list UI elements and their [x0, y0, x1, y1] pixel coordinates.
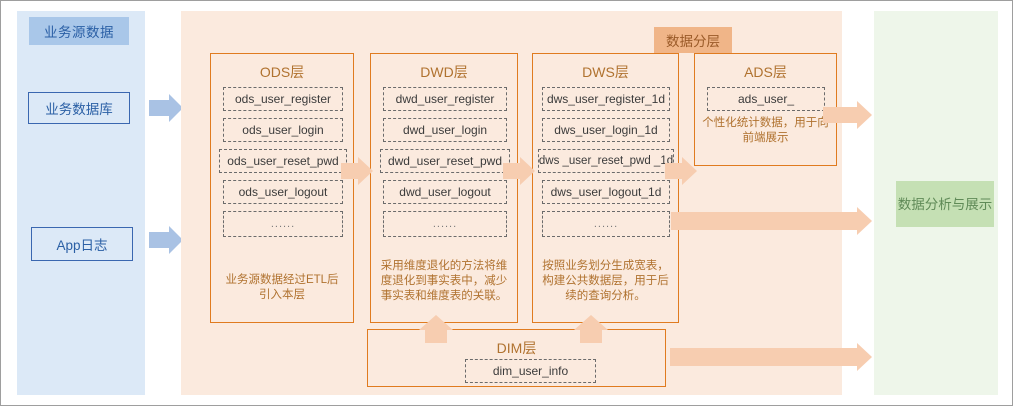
table-row[interactable]: ods_user_reset_pwd	[219, 149, 347, 173]
warehouse-panel-title: 数据分层	[654, 27, 732, 53]
source-panel-title: 业务源数据	[29, 17, 129, 45]
arrow-dwd-to-dws-icon	[503, 157, 535, 185]
source-data-panel	[17, 11, 145, 395]
source-box-app-log[interactable]: App日志	[31, 227, 133, 261]
table-row[interactable]: dws_user_logout_1d	[542, 180, 670, 204]
layer-dws[interactable]: DWS层 dws_user_register_1d dws_user_login…	[532, 53, 679, 323]
layer-dim-title: DIM层	[496, 340, 537, 356]
table-row[interactable]: dws_user_register_1d	[542, 87, 670, 111]
table-row[interactable]: dwd_user_register	[383, 87, 507, 111]
arrow-dim-to-dwd-icon	[419, 315, 453, 343]
layer-ads-title: ADS层	[744, 64, 787, 80]
table-row[interactable]: dim_user_info	[465, 359, 596, 383]
result-box-analysis-display[interactable]: 数据分析与展示	[896, 181, 994, 227]
layer-ads[interactable]: ADS层 ads_user_ 个性化统计数据，用于向前端展示	[694, 53, 837, 166]
layer-dwd-title: DWD层	[420, 64, 468, 80]
arrow-dws-to-ads-icon	[665, 157, 697, 185]
arrow-dim-to-result-icon	[670, 343, 873, 371]
arrow-applog-to-ods-icon	[149, 226, 183, 254]
layer-ods[interactable]: ODS层 ods_user_register ods_user_login od…	[210, 53, 354, 323]
layer-dim[interactable]: DIM层 dim_user_info	[367, 329, 666, 387]
table-row[interactable]: ods_user_logout	[223, 180, 343, 204]
table-row[interactable]: ads_user_	[707, 87, 825, 111]
arrow-dim-to-dws-icon	[574, 315, 608, 343]
warehouse-panel: 数据分层 ODS层 ods_user_register ods_user_log…	[181, 11, 872, 395]
table-row[interactable]: ods_user_register	[223, 87, 343, 111]
table-row-ellipsis: ......	[223, 211, 343, 237]
arrow-ods-to-dwd-icon	[341, 157, 373, 185]
layer-ods-title: ODS层	[259, 64, 305, 80]
table-row[interactable]: dws_user_login_1d	[542, 118, 670, 142]
table-row[interactable]: dwd_user_logout	[383, 180, 507, 204]
layer-ads-description: 个性化统计数据，用于向前端展示	[702, 117, 829, 144]
arrow-database-to-ods-icon	[149, 94, 183, 122]
arrow-dws-to-result-icon	[671, 207, 873, 235]
table-row[interactable]: dws _user_reset_pwd _1d	[538, 149, 674, 173]
layer-dwd[interactable]: DWD层 dwd_user_register dwd_user_login dw…	[370, 53, 518, 323]
table-row[interactable]: ods_user_login	[223, 118, 343, 142]
table-row-ellipsis: ......	[383, 211, 507, 237]
table-row[interactable]: dwd_user_reset_pwd	[380, 149, 510, 173]
table-row-ellipsis: ......	[542, 211, 670, 237]
layer-ods-description: 业务源数据经过ETL后引入本层	[225, 274, 339, 301]
source-box-business-database[interactable]: 业务数据库	[28, 92, 130, 124]
layer-dws-description: 按照业务划分生成宽表，构建公共数据层，用于后续的查询分析。	[542, 260, 669, 302]
layer-dwd-description: 采用维度退化的方法将维度退化到事实表中，减少事实表和维度表的关联。	[380, 260, 508, 302]
layer-dws-title: DWS层	[582, 64, 629, 80]
table-row[interactable]: dwd_user_login	[383, 118, 507, 142]
arrow-ads-to-result-icon	[823, 101, 873, 129]
